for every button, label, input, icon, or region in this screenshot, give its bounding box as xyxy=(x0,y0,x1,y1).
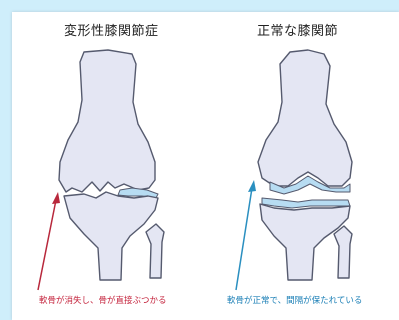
knee-illustrations xyxy=(12,12,399,320)
left-tibia-bone xyxy=(64,192,158,280)
right-tibia-cartilage xyxy=(262,198,350,208)
right-tibia-bone xyxy=(260,204,350,280)
right-femur-bone xyxy=(258,50,352,186)
left-fibula-bone xyxy=(146,224,164,278)
right-pointer-arrow xyxy=(236,180,256,290)
diagram-card: 変形性膝関節症 正常な膝関節 xyxy=(12,12,399,320)
left-pointer-arrow xyxy=(38,192,60,290)
osteoarthritis-knee xyxy=(59,50,164,280)
osteoarthritis-caption: 軟骨が消失し、骨が直接ぶつかる xyxy=(39,294,167,306)
normal-knee xyxy=(258,50,352,280)
right-fibula-bone xyxy=(334,226,352,278)
normal-caption: 軟骨が正常で、間隔が保たれている xyxy=(227,294,362,306)
left-femur-bone xyxy=(59,50,155,192)
